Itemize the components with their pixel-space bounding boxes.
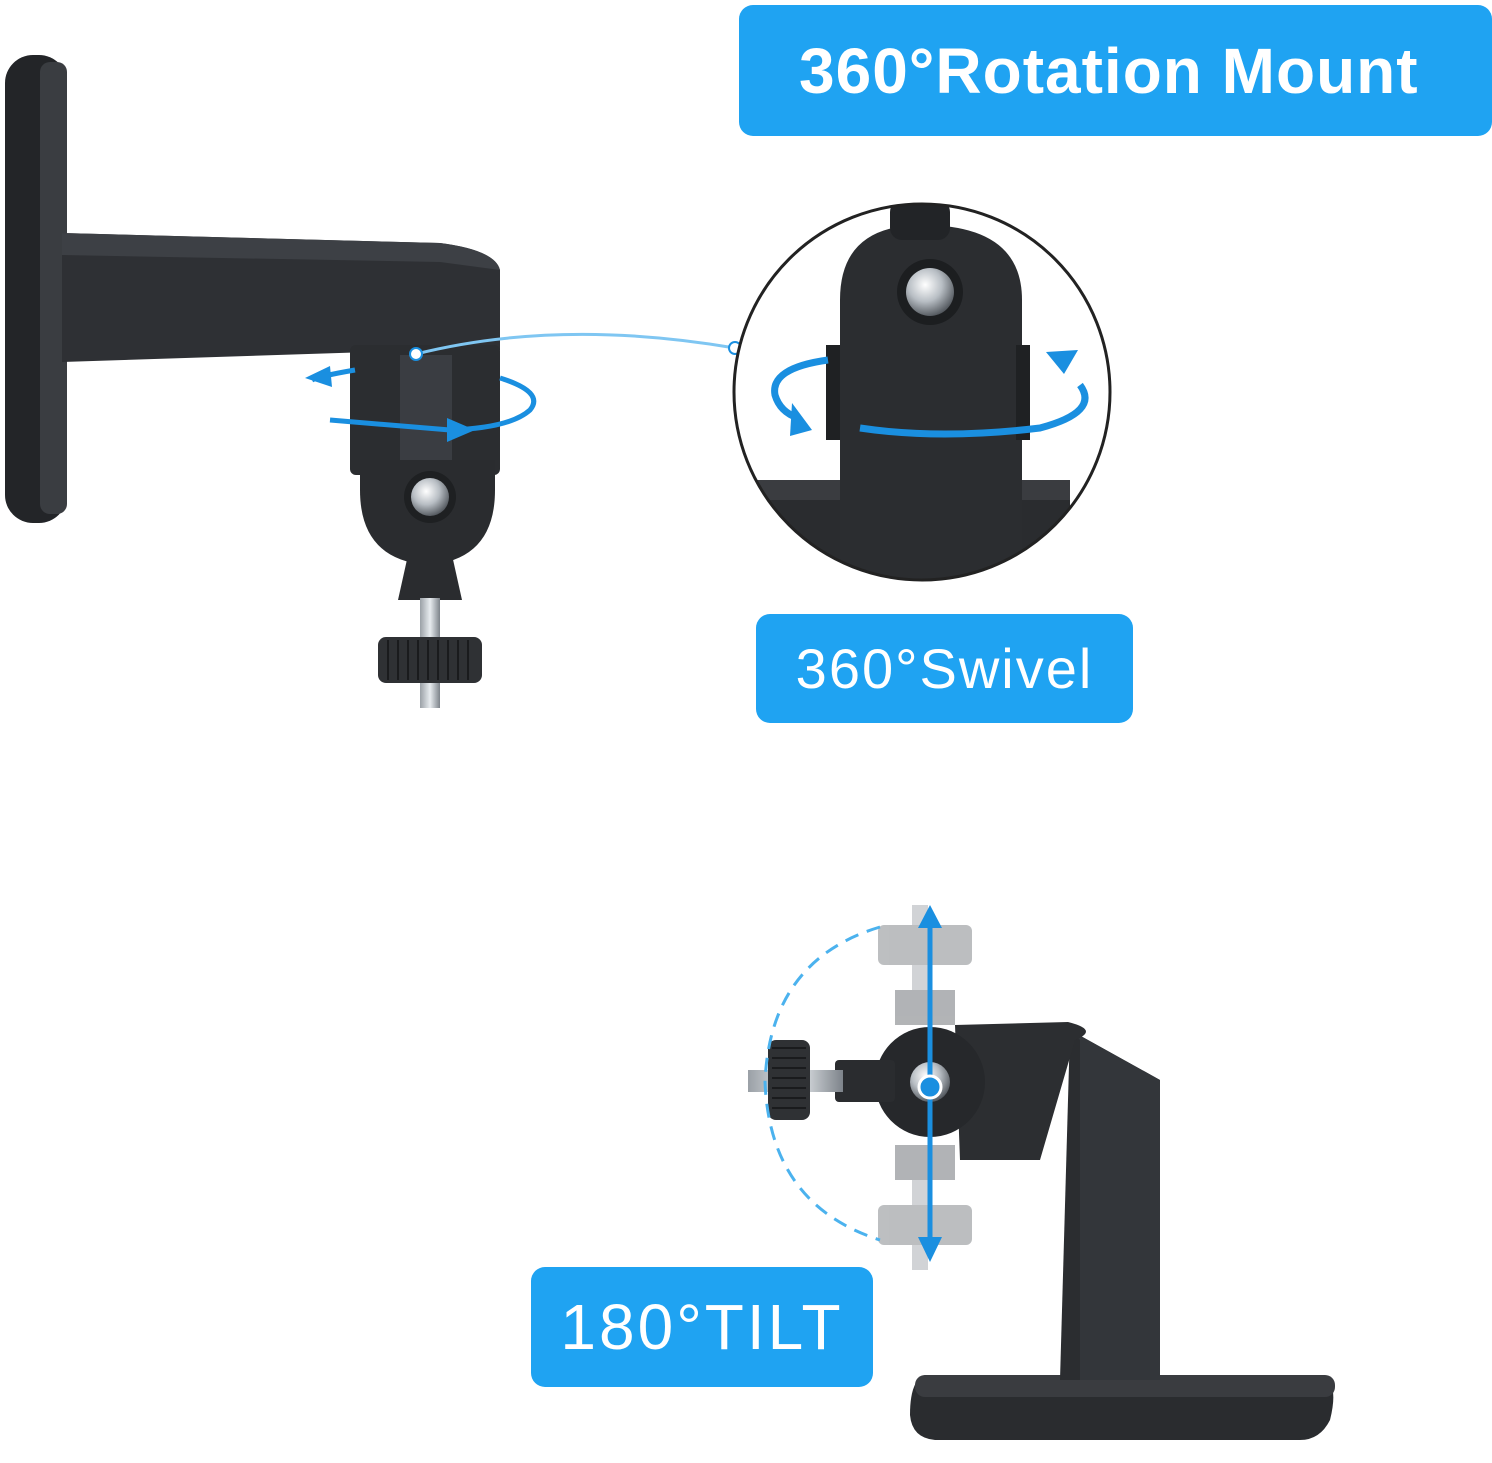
- wall-mount-side-view: [5, 55, 500, 708]
- rotation-mount-title: 360°Rotation Mount: [739, 5, 1492, 136]
- tilt-arrows-icon: [763, 905, 943, 1262]
- base-mount-front-view: [748, 905, 1335, 1440]
- zoom-detail: [732, 202, 1112, 582]
- swivel-label: 360°Swivel: [756, 614, 1133, 723]
- tilt-label: 180°TILT: [531, 1267, 873, 1387]
- rotate-arrows-icon: [305, 366, 537, 442]
